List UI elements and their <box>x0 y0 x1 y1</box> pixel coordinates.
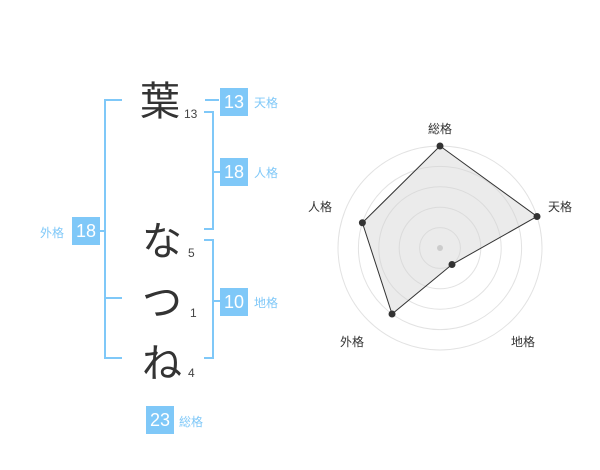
jin-kaku-value: 18 <box>220 158 248 186</box>
surname-char-1-strokes: 13 <box>184 107 198 121</box>
jin-kaku-label: 人格 <box>254 166 279 180</box>
surname-char-1: 葉 <box>140 79 180 125</box>
radar-point-0 <box>436 142 444 150</box>
radar-grid-ring <box>378 186 502 310</box>
chi-kaku-label: 地格 <box>254 296 279 310</box>
gai-kaku-label: 外格 <box>40 226 65 240</box>
gai-kaku-value: 18 <box>72 217 100 245</box>
given-char-3-strokes: 4 <box>188 366 195 380</box>
radar-label-chi: 地格 <box>511 335 536 349</box>
ten-kaku-label: 天格 <box>254 96 279 110</box>
chi-kaku-value: 10 <box>220 288 248 316</box>
radar-point-4 <box>358 219 366 227</box>
so-kaku-value: 23 <box>146 406 174 434</box>
ten-kaku-value: 13 <box>220 88 248 116</box>
given-char-1-strokes: 5 <box>188 246 195 260</box>
given-char-2-strokes: 1 <box>190 306 197 320</box>
so-kaku-label: 総格 <box>179 415 204 429</box>
given-char-3: ね <box>142 341 182 387</box>
radar-series-area <box>361 145 538 315</box>
radar-label-ten: 天格 <box>548 200 573 214</box>
radar-point-2 <box>448 261 456 269</box>
radar-point-3 <box>388 310 396 318</box>
given-char-2: つ <box>142 280 182 326</box>
radar-label-so: 総格 <box>428 122 453 136</box>
radar-grid-ring <box>419 227 461 269</box>
radar-label-jin: 人格 <box>308 200 333 214</box>
given-char-1: な <box>142 219 182 265</box>
radar-grid-ring <box>357 165 523 331</box>
radar-point-1 <box>533 212 541 220</box>
radar-label-gai: 外格 <box>340 335 365 349</box>
radar-center-dot <box>437 245 443 251</box>
